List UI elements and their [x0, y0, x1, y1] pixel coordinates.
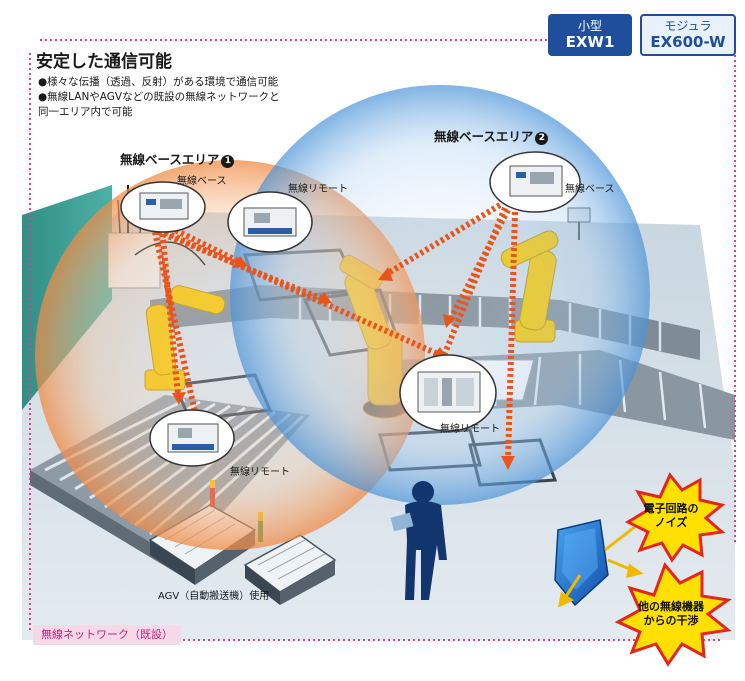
- burst-text-2: 他の無線機器 からの干渉: [634, 600, 708, 628]
- page-title: 安定した通信可能: [36, 52, 172, 72]
- worker-icon: [390, 481, 447, 600]
- burst-1-line2: ノイズ: [654, 516, 688, 529]
- badge-model-bottom: EXW1: [565, 32, 615, 51]
- bullet-text-3: 同一エリア内で可能: [38, 106, 133, 118]
- shield-icon: [554, 519, 609, 607]
- bullet-mark: ●: [38, 91, 48, 103]
- bullet-text-1: 様々な伝播（透過、反射）がある環境で通信可能: [47, 76, 279, 88]
- bullet-mark: ●: [38, 76, 48, 88]
- device-callout-remote-top: [227, 191, 313, 253]
- area-number-2: 2: [535, 132, 549, 145]
- burst-1-line1: 電子回路の: [643, 502, 699, 515]
- bullet-3: 同一エリア内で可能: [38, 105, 133, 119]
- network-boundary: [29, 39, 736, 641]
- noise-burst-icon: [624, 472, 726, 563]
- device-callout-base-1: [120, 181, 206, 233]
- product-badge-exw1: 小型 EXW1: [548, 14, 632, 56]
- badge-module-bottom: EX600-W: [650, 32, 726, 51]
- device-callout-remote-bottom: [149, 409, 235, 467]
- label-base-1: 無線ベース: [177, 176, 227, 187]
- label-agv: AGV（自動搬送機）使用: [158, 591, 270, 602]
- label-remote-center: 無線リモート: [440, 424, 500, 435]
- device-callout-base-2: [489, 151, 581, 213]
- burst-2-line1: 他の無線機器: [638, 600, 704, 613]
- area-label-2-text: 無線ベースエリア: [434, 129, 534, 144]
- bullet-1: ●様々な伝播（透過、反射）がある環境で通信可能: [38, 75, 278, 89]
- badge-module-top: モジュラ: [664, 19, 712, 33]
- bullet-text-2: 無線LANやAGVなどの既設の無線ネットワークと: [47, 91, 280, 103]
- agv-icon-2: [243, 512, 337, 605]
- burst-text-1: 電子回路の ノイズ: [640, 502, 702, 530]
- label-base-2: 無線ベース: [565, 184, 615, 195]
- bullet-2: ●無線LANやAGVなどの既設の無線ネットワークと: [38, 90, 280, 104]
- area-label-1-text: 無線ベースエリア: [120, 152, 220, 167]
- area-number-1: 1: [221, 155, 235, 168]
- badge-model-top: 小型: [577, 19, 602, 33]
- network-tag: 無線ネットワーク（既設）: [33, 625, 181, 645]
- label-remote-bottom: 無線リモート: [230, 467, 290, 478]
- product-badge-ex600w: モジュラ EX600-W: [640, 14, 736, 56]
- label-remote-top: 無線リモート: [288, 184, 348, 195]
- burst-2-line2: からの干渉: [643, 614, 699, 627]
- noise-burst-icon-2: [614, 562, 732, 667]
- coverage-zone-area-2: [230, 85, 650, 505]
- device-callout-remote-center: [399, 354, 497, 432]
